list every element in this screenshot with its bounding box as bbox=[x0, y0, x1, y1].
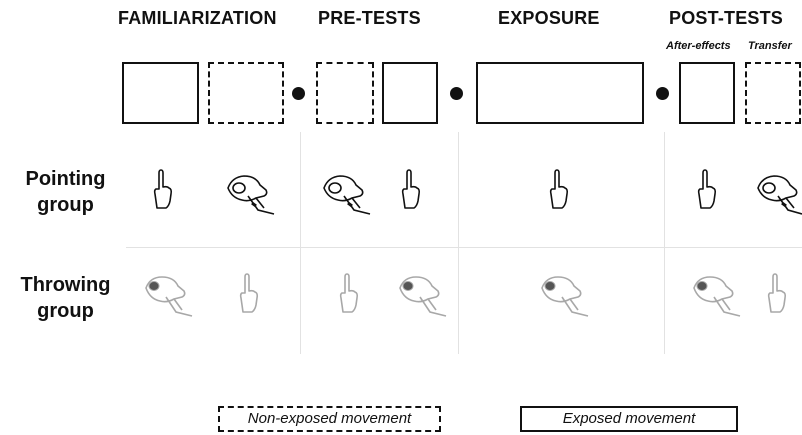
throwing-hand-icon bbox=[318, 170, 376, 222]
phase-separator-dot bbox=[656, 87, 669, 100]
grid-horizontal-line bbox=[126, 247, 802, 248]
pretest-exposed-box bbox=[382, 62, 438, 124]
pointing-group-label-line2: group bbox=[37, 194, 94, 216]
pointing-hand-icon bbox=[336, 272, 360, 316]
exposure-box bbox=[476, 62, 644, 124]
transfer-box bbox=[745, 62, 801, 124]
grid-vertical-line bbox=[664, 132, 665, 354]
pointing-group-label: Pointing group bbox=[8, 166, 123, 218]
pointing-group-label-line1: Pointing bbox=[25, 168, 106, 190]
throwing-hand-icon bbox=[536, 272, 594, 324]
pointing-hand-icon bbox=[236, 272, 260, 316]
phase-separator-dot bbox=[450, 87, 463, 100]
pointing-hand-icon bbox=[546, 168, 570, 212]
legend-non-exposed: Non-exposed movement bbox=[218, 406, 441, 432]
throwing-hand-icon bbox=[688, 272, 746, 324]
legend-exposed: Exposed movement bbox=[520, 406, 738, 432]
throwing-hand-icon bbox=[394, 272, 452, 324]
throwing-group-label: Throwing group bbox=[8, 272, 123, 324]
phase-separator-dot bbox=[292, 87, 305, 100]
grid-vertical-line bbox=[458, 132, 459, 354]
pointing-hand-icon bbox=[398, 168, 422, 212]
transfer-label: Transfer bbox=[748, 40, 792, 52]
pointing-hand-icon bbox=[150, 168, 174, 212]
pointing-hand-icon bbox=[764, 272, 788, 316]
pointing-hand-icon bbox=[694, 168, 718, 212]
after-effects-label: After-effects bbox=[666, 40, 731, 52]
pretest-non-exposed-box bbox=[316, 62, 374, 124]
phase-posttests-title: POST-TESTS bbox=[669, 8, 784, 28]
throwing-group-label-line2: group bbox=[37, 300, 94, 322]
throwing-hand-icon bbox=[752, 170, 802, 222]
phase-familiarization-title: FAMILIARIZATION bbox=[118, 8, 277, 28]
familiarization-exposed-box bbox=[122, 62, 199, 124]
phase-exposure-title: EXPOSURE bbox=[498, 8, 600, 28]
throwing-group-label-line1: Throwing bbox=[20, 274, 111, 296]
throwing-hand-icon bbox=[222, 170, 280, 222]
after-effects-box bbox=[679, 62, 735, 124]
throwing-hand-icon bbox=[140, 272, 198, 324]
familiarization-non-exposed-box bbox=[208, 62, 284, 124]
phase-pretests-title: PRE-TESTS bbox=[318, 8, 421, 28]
grid-vertical-line bbox=[300, 132, 301, 354]
